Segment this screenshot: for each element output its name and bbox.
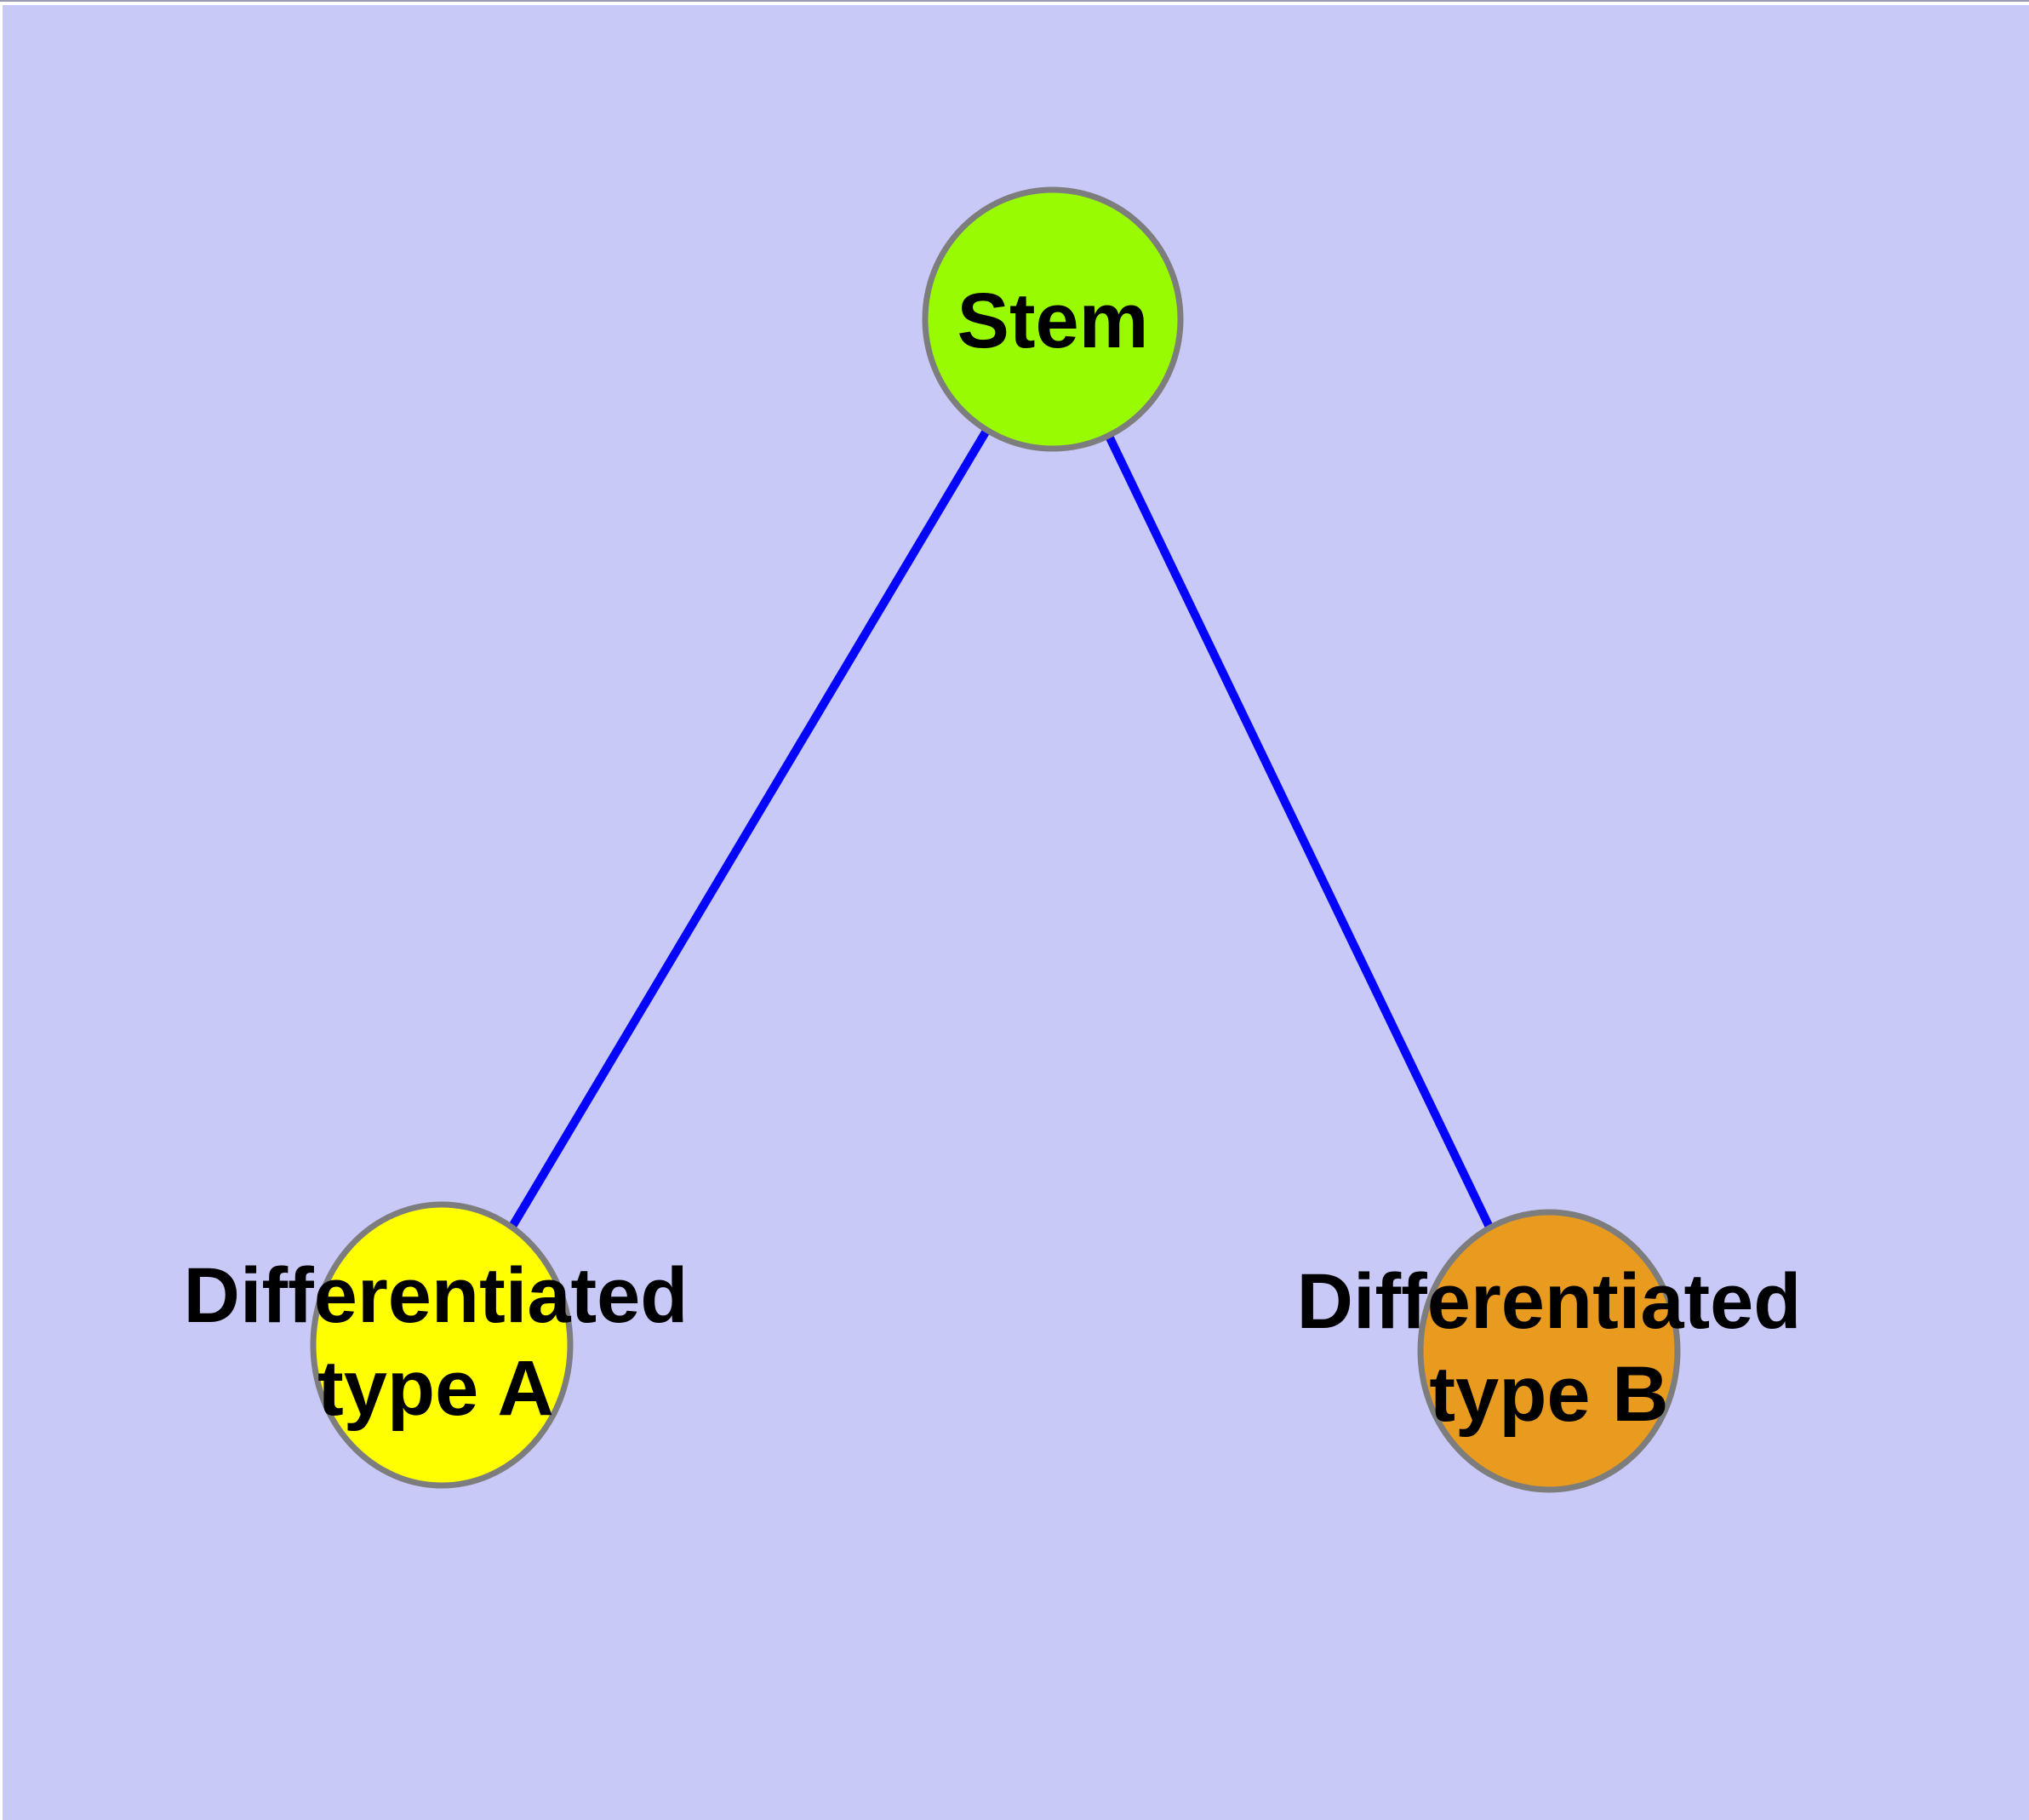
type-b-label-line1: Differentiated [1297, 1258, 1802, 1345]
type-b-label-line2: type B [1429, 1351, 1668, 1438]
type-b-node [1417, 1209, 1681, 1493]
stem-node-label: Stem [957, 278, 1149, 364]
edge-stem-to-type-b [1049, 317, 1553, 1354]
top-hairline [0, 0, 2029, 2]
type-a-label-line2: type A [317, 1345, 554, 1432]
type-a-label-line1: Differentiated [184, 1252, 689, 1339]
edge-stem-to-type-a [437, 317, 1057, 1348]
stem-node [922, 186, 1184, 452]
type-a-node [310, 1201, 574, 1489]
